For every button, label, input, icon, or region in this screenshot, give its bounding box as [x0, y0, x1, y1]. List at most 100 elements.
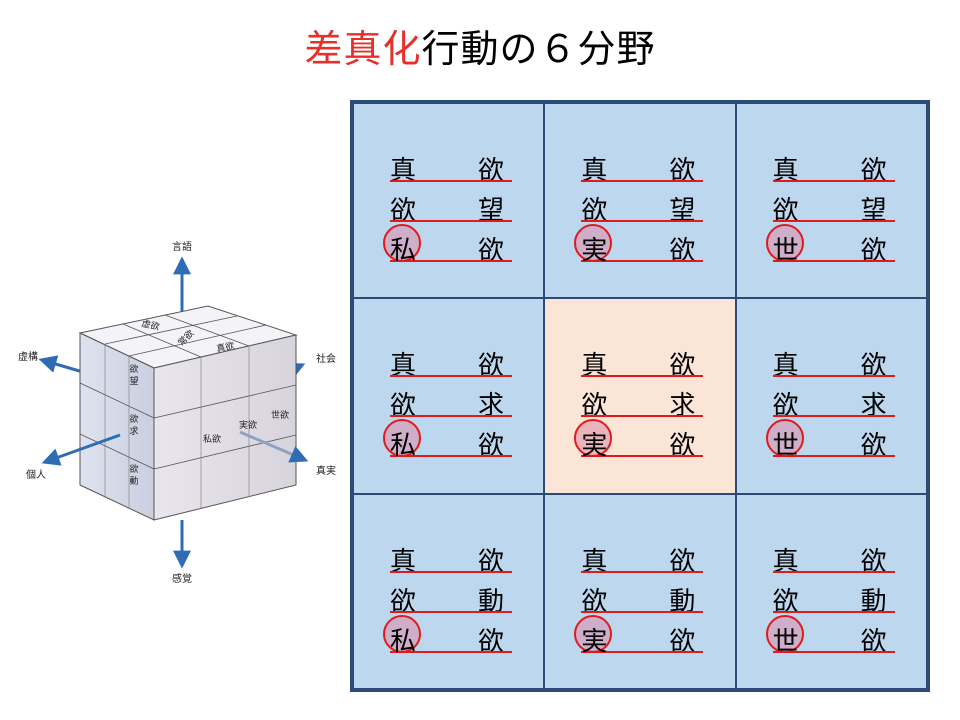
cube-right-label-3: 世欲: [271, 409, 289, 421]
red-underline: [390, 220, 512, 222]
red-underline: [772, 610, 895, 613]
cube-left-label-2: 欲 求: [129, 413, 138, 437]
circle-highlight: [574, 419, 613, 458]
axis-label-down: 感覚: [172, 572, 192, 585]
cell-line-r3: 実欲: [574, 614, 704, 657]
grid-cell-2-3: 真欲欲求世欲: [735, 298, 927, 494]
red-underline: [390, 415, 512, 418]
six-field-grid: 真欲欲望私欲真欲欲望実欲真欲欲望世欲真欲欲求私欲真欲欲求実欲真欲欲求世欲真欲欲動…: [350, 100, 930, 692]
cell-line-r3: 世欲: [765, 614, 895, 657]
red-underline: [390, 455, 512, 458]
cell-char-left: 世: [772, 626, 799, 657]
red-underline: [390, 375, 512, 378]
grid-cell-2-1: 真欲欲求私欲: [353, 298, 545, 494]
cell-line-r2: 欲求: [581, 385, 704, 421]
cell-line-r1: 真欲: [772, 345, 895, 381]
cell-line-r3: 世欲: [765, 224, 895, 266]
cell-line-r1: 真欲: [581, 150, 704, 186]
red-underline: [772, 180, 895, 182]
circle-highlight: [383, 224, 421, 262]
axis-label-right-top: 社会: [316, 352, 336, 365]
circle-highlight: [765, 224, 804, 262]
axis-label-up: 言語: [172, 240, 192, 253]
circle-highlight: [765, 614, 804, 653]
red-underline: [772, 260, 895, 262]
cell-char-left: 実: [581, 431, 608, 462]
circle-highlight: [383, 614, 421, 653]
grid-cell-3-1: 真欲欲動私欲: [353, 493, 545, 689]
circle-highlight: [765, 419, 804, 458]
cell-line-r2: 欲望: [390, 190, 512, 226]
red-underline: [581, 375, 704, 378]
cell-char-left: 世: [772, 431, 799, 462]
cell-line-r3: 私欲: [383, 419, 512, 462]
cell-char-left: 実: [581, 236, 608, 266]
cell-line-r2: 欲求: [772, 385, 895, 421]
red-underline: [390, 610, 512, 613]
red-underline: [581, 220, 704, 222]
red-underline: [772, 570, 895, 573]
svg-text:望: 望: [129, 375, 138, 387]
grid-cell-1-1: 真欲欲望私欲: [353, 103, 545, 299]
cell-line-r2: 欲動: [390, 581, 512, 617]
cell-line-r2: 欲動: [581, 581, 704, 617]
axis-label-left-bottom: 個人: [26, 468, 46, 481]
cell-char-left: 私: [390, 431, 417, 462]
title-rest: 行動の６分野: [421, 27, 656, 71]
cell-line-r2: 欲望: [772, 190, 895, 226]
title-highlight: 差真化: [304, 27, 422, 71]
red-underline: [390, 650, 512, 653]
cube-right-label-1: 私欲: [203, 433, 221, 445]
red-underline: [772, 650, 895, 653]
cube-diagram: 言語 感覚 虚構 個人 社会 真実 虚欲 常欲 真欲 欲 望 欲 求 欲 動 私…: [0, 230, 350, 590]
cell-line-r1: 真欲: [772, 150, 895, 186]
red-underline: [390, 570, 512, 573]
red-underline: [581, 455, 704, 458]
cell-line-r2: 欲望: [581, 190, 704, 226]
svg-text:欲: 欲: [129, 413, 138, 425]
cube-illustration: 言語 感覚 虚構 個人 社会 真実 虚欲 常欲 真欲 欲 望 欲 求 欲 動 私…: [18, 240, 336, 585]
cell-line-r3: 世欲: [765, 419, 895, 462]
cell-line-r2: 欲動: [772, 581, 895, 617]
red-underline: [390, 260, 512, 262]
axis-label-left-top: 虚構: [18, 350, 38, 363]
cell-char-left: 世: [772, 236, 799, 266]
cube-right-label-2: 実欲: [239, 419, 257, 431]
cell-line-r3: 実欲: [574, 224, 704, 266]
svg-text:欲: 欲: [129, 463, 138, 475]
cell-line-r1: 真欲: [390, 150, 512, 186]
cell-line-r3: 私欲: [383, 224, 512, 266]
red-underline: [581, 260, 704, 262]
cell-line-r1: 真欲: [581, 541, 704, 577]
axis-arrow-left-bottom: [41, 433, 121, 466]
cell-char-left: 私: [390, 236, 417, 266]
svg-text:求: 求: [129, 425, 138, 437]
axis-label-right-bottom: 真実: [316, 464, 336, 477]
cell-line-r1: 真欲: [390, 541, 512, 577]
page-title: 差真化行動の６分野: [0, 18, 960, 73]
cell-line-r1: 真欲: [772, 541, 895, 577]
grid-cell-3-2: 真欲欲動実欲: [544, 493, 736, 689]
cube-left-label-3: 欲 動: [129, 463, 138, 487]
red-underline: [772, 455, 895, 458]
red-underline: [581, 650, 704, 653]
red-underline: [390, 180, 512, 182]
grid-cell-3-3: 真欲欲動世欲: [735, 493, 927, 689]
cube-top-label-1: 虚欲: [141, 317, 161, 332]
red-underline: [772, 415, 895, 418]
red-underline: [772, 375, 895, 378]
cube-right-face: [153, 334, 297, 521]
red-underline: [581, 415, 704, 418]
axis-arrow-right-bottom: [239, 430, 309, 463]
cell-char-left: 実: [581, 626, 608, 657]
cube-left-label-1: 欲 望: [129, 363, 138, 387]
grid-cell-1-3: 真欲欲望世欲: [735, 103, 927, 299]
red-underline: [772, 220, 895, 222]
cell-line-r1: 真欲: [581, 345, 704, 381]
cell-line-r2: 欲求: [390, 385, 512, 421]
grid-cell-2-2: 真欲欲求実欲: [544, 298, 736, 494]
cube-top-label-3: 真欲: [215, 339, 235, 354]
red-underline: [581, 180, 704, 182]
cube-left-label-1-text: 欲: [129, 363, 138, 375]
cell-line-r3: 実欲: [574, 419, 704, 462]
